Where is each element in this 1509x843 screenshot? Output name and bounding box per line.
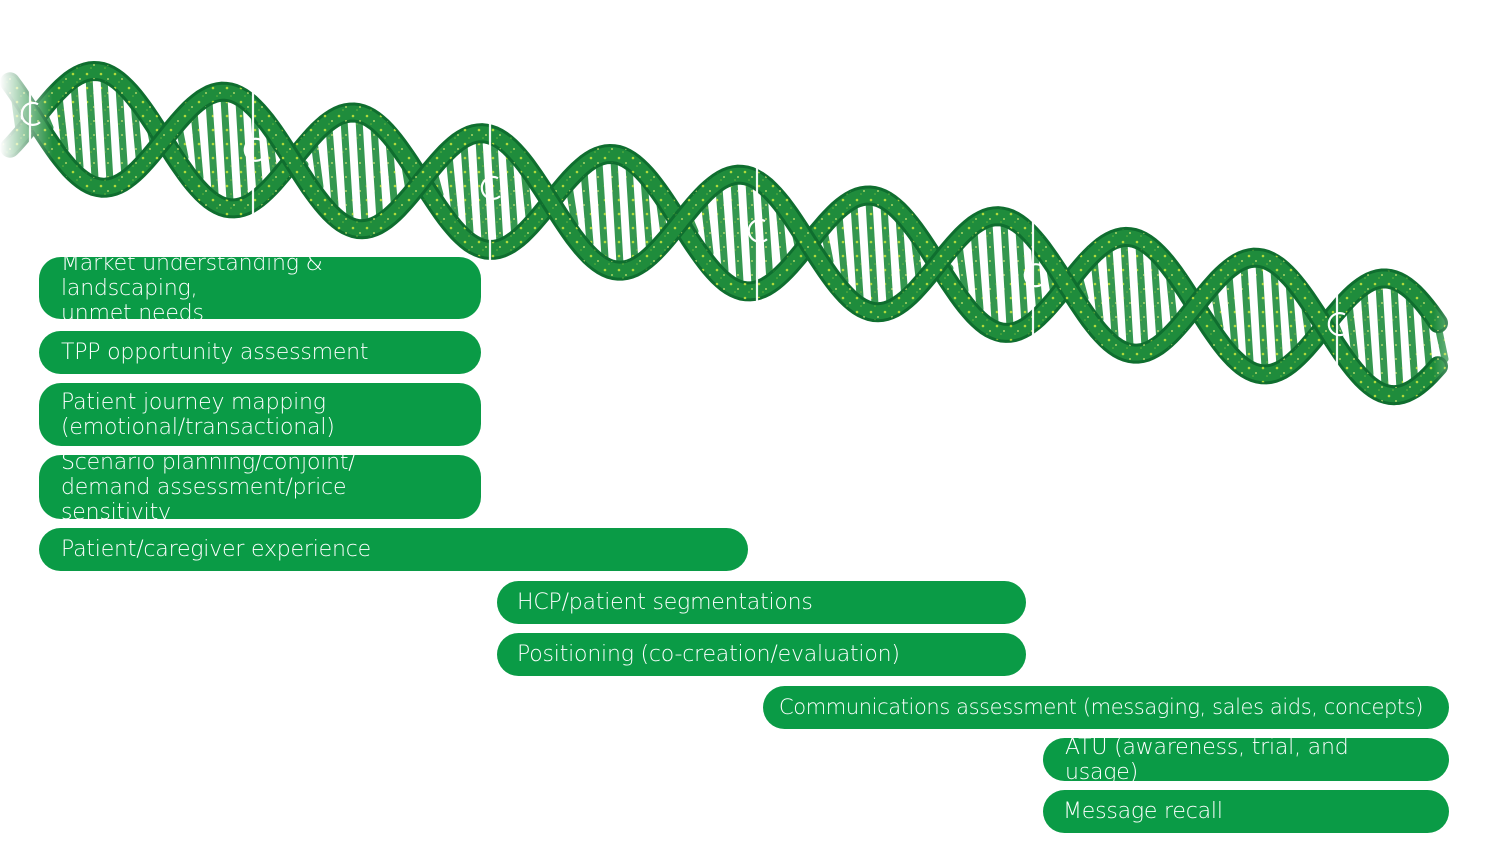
stage-tpp-opportunity: TPP opportunity assessment xyxy=(39,331,481,374)
stage-label: ATU (awareness, trial, and usage) xyxy=(1065,734,1349,785)
stage-atu: ATU (awareness, trial, and usage) xyxy=(1043,735,1449,785)
stage-label: Communications assessment (messaging, sa… xyxy=(779,695,1424,719)
stage-hcp-segmentations: HCP/patient segmentations xyxy=(497,581,1026,624)
stage-market-understanding: Market understanding & landscaping, unme… xyxy=(39,251,481,326)
stage-label: Scenario planning/conjoint/ demand asses… xyxy=(61,449,356,525)
stage-label: Patient journey mapping (emotional/trans… xyxy=(61,389,335,440)
stage-label: Market understanding & landscaping, unme… xyxy=(61,250,323,326)
stage-positioning: Positioning (co-creation/evaluation) xyxy=(497,633,1026,676)
stage-scenario-planning: Scenario planning/conjoint/ demand asses… xyxy=(39,450,481,525)
stage-label: Positioning (co-creation/evaluation) xyxy=(517,642,900,667)
stage-label: Patient/caregiver experience xyxy=(61,537,371,562)
stage-communications-assessment: Communications assessment (messaging, sa… xyxy=(763,686,1449,729)
stage-message-recall: Message recall xyxy=(1043,790,1449,833)
stage-label: HCP/patient segmentations xyxy=(517,590,813,615)
stage-label: Message recall xyxy=(1063,799,1223,824)
stage-patient-experience: Patient/caregiver experience xyxy=(39,528,748,571)
stage-label: TPP opportunity assessment xyxy=(61,340,369,365)
stage-patient-journey: Patient journey mapping (emotional/trans… xyxy=(39,383,481,446)
